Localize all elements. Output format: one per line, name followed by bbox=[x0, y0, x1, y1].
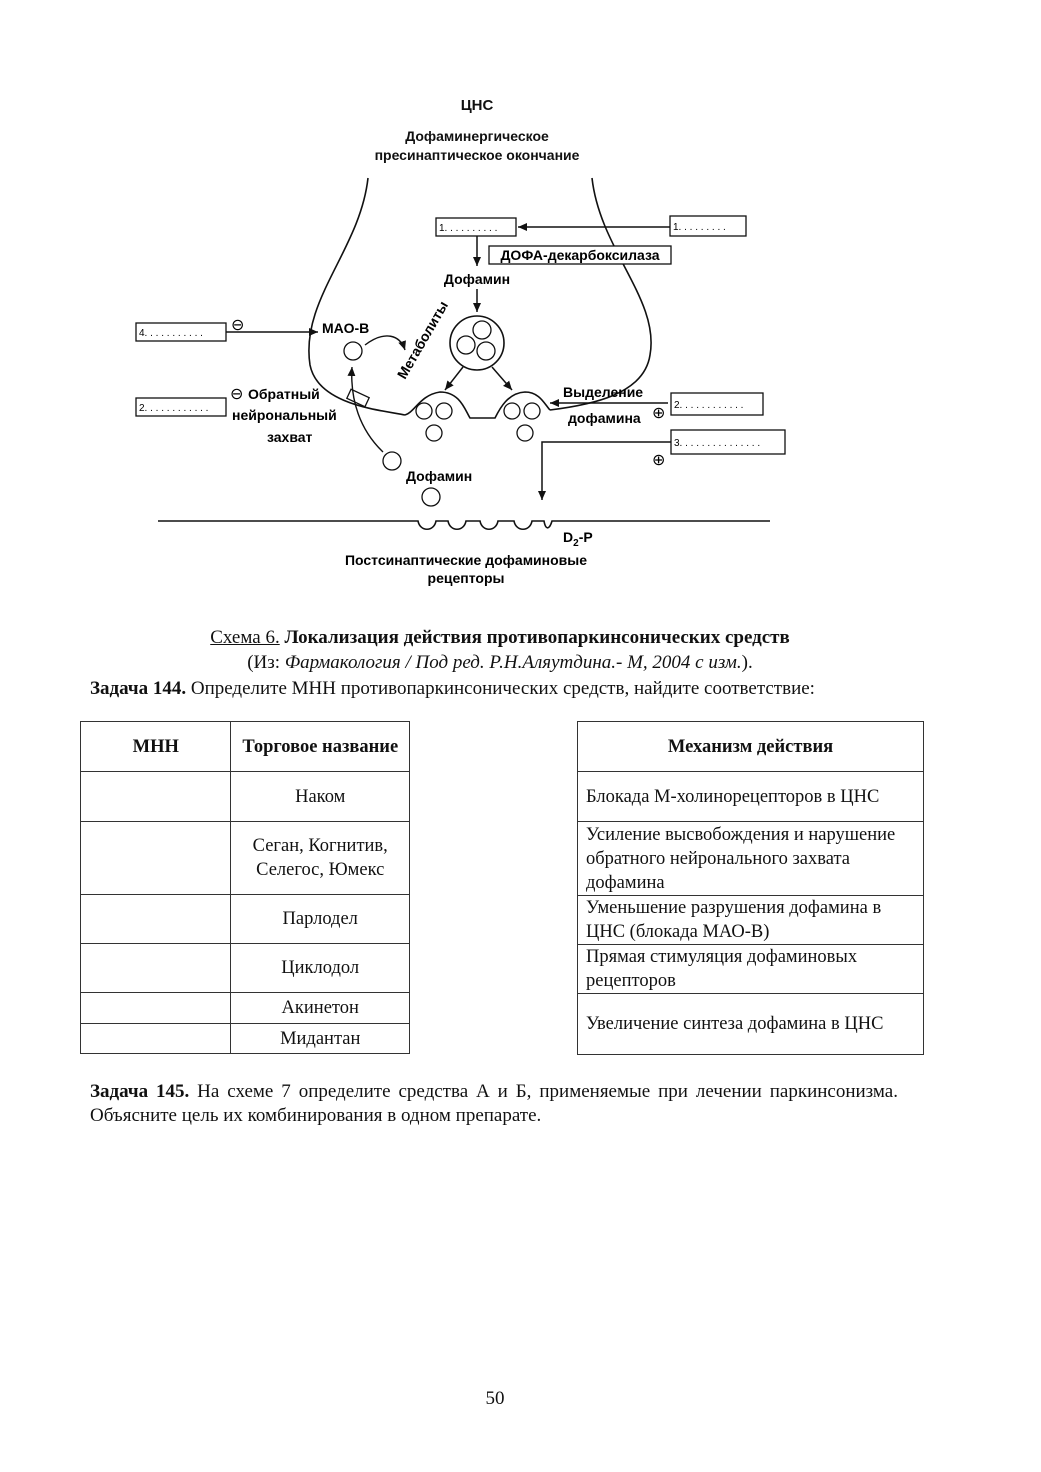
mnn-cell[interactable] bbox=[79, 943, 232, 993]
mechanism-cell: Увеличение синтеза дофамина в ЦНС bbox=[577, 993, 924, 1055]
header-mechanism: Механизм действия bbox=[577, 721, 924, 772]
postsynaptic-label-line1: Постсинаптические дофаминовые bbox=[345, 552, 587, 568]
reuptake-label-line1: Обратный bbox=[248, 386, 320, 402]
header-trade-name: Торговое название bbox=[230, 721, 410, 772]
d2-receptor-label: D2-Р bbox=[563, 529, 593, 549]
dopa-decarboxylase-label: ДОФА-декарбоксилаза bbox=[500, 247, 659, 263]
mnn-cell[interactable] bbox=[79, 1023, 232, 1054]
mechanism-cell: Уменьшение разрушения дофамина в ЦНС (бл… bbox=[577, 895, 924, 945]
scheme-label: Схема 6. bbox=[210, 627, 280, 648]
mnn-cell[interactable] bbox=[79, 771, 232, 822]
dopamine-top-label: Дофамин bbox=[444, 271, 510, 287]
arrow-vesicle-left bbox=[444, 366, 464, 391]
presynaptic-membrane-right bbox=[549, 177, 652, 411]
trade-name-cell: Сеган, Когнитив, Селегос, Юмекс bbox=[230, 821, 410, 895]
trade-name-cell: Мидантан bbox=[230, 1023, 410, 1054]
arrow-mao-to-metabolites bbox=[364, 335, 406, 351]
plus-sign-release: ⊕ bbox=[652, 403, 665, 422]
mnn-cell[interactable] bbox=[79, 821, 232, 895]
mnn-table: МНН Торговое название Наком Сеган, Когни… bbox=[79, 721, 410, 1054]
plus-sign-receptor: ⊕ bbox=[652, 450, 665, 469]
minus-sign-reuptake: ⊖ bbox=[230, 384, 243, 403]
vesicle-granule bbox=[476, 341, 496, 361]
membrane-bottom bbox=[404, 391, 551, 419]
trade-name-cell: Циклодол bbox=[230, 943, 410, 993]
trade-name-cell: Наком bbox=[230, 771, 410, 822]
box-right-top-text: 1. . . . . . . . . bbox=[673, 222, 726, 233]
trade-name-cell: Акинетон bbox=[230, 992, 410, 1024]
synapse-diagram: ЦНС Дофаминергическое пресинаптическое о… bbox=[135, 97, 786, 586]
release-granule bbox=[503, 402, 521, 420]
page-number: 50 bbox=[485, 1388, 505, 1409]
metabolites-label: Метаболиты bbox=[394, 298, 451, 381]
box-left-top-text: 1. . . . . . . . . . bbox=[439, 223, 497, 234]
task-145: Задача 145. На схеме 7 определите средст… bbox=[90, 1080, 898, 1128]
reuptake-transporter bbox=[345, 388, 371, 408]
reuptake-label-line2: нейрональный bbox=[232, 407, 337, 423]
mechanism-cell: Прямая стимуляция дофаминовых рецепторов bbox=[577, 944, 924, 994]
box-left-top bbox=[435, 217, 517, 237]
trade-name-cell: Парлодел bbox=[230, 894, 410, 944]
vesicle-granule bbox=[456, 335, 476, 355]
dopa-decarboxylase-box bbox=[488, 245, 672, 265]
release-label-line2: дофамина bbox=[568, 410, 641, 426]
dopamine-molecule-mao bbox=[343, 341, 363, 361]
arrow-reuptake bbox=[347, 366, 384, 453]
box-4-text: 4. . . . . . . . . . . bbox=[139, 328, 203, 339]
postsynaptic-label-line2: рецепторы bbox=[428, 570, 505, 586]
release-granule bbox=[516, 424, 534, 442]
box-2-right-text: 2. . . . . . . . . . . . bbox=[674, 400, 743, 411]
source-prefix: (Из: bbox=[247, 652, 285, 673]
release-granule bbox=[435, 402, 453, 420]
vesicle-granule bbox=[472, 320, 492, 340]
box-2-left-text: 2. . . . . . . . . . . . bbox=[139, 403, 208, 414]
task-144: Задача 144. Определите МНН противопаркин… bbox=[90, 677, 898, 701]
scheme-caption: Схема 6. Локализация действия противопар… bbox=[0, 627, 1000, 649]
header-mnn: МНН bbox=[79, 721, 232, 772]
task-145-label: Задача 145. bbox=[90, 1081, 190, 1102]
task-145-text: На схеме 7 определите средства А и Б, пр… bbox=[90, 1081, 898, 1126]
dopamine-molecule-cleft bbox=[421, 487, 441, 507]
release-label-line1: Выделение bbox=[563, 384, 643, 400]
minus-sign-mao: ⊖ bbox=[231, 315, 244, 334]
mechanism-cell: Усиление высвобождения и нарушение обрат… bbox=[577, 821, 924, 896]
arrow-vesicle-right bbox=[491, 366, 513, 391]
box-2-right bbox=[670, 392, 764, 416]
release-granule bbox=[415, 402, 433, 420]
mnn-cell[interactable] bbox=[79, 992, 232, 1024]
source-text: Фармакология / Под ред. Р.Н.Аляутдина.- … bbox=[284, 652, 742, 673]
mechanism-cell: Блокада М-холинорецепторов в ЦНС bbox=[577, 771, 924, 822]
mechanism-table: Механизм действия Блокада М-холинорецепт… bbox=[577, 721, 924, 1055]
dopamine-bottom-label: Дофамин bbox=[406, 468, 472, 484]
terminal-label-line1: Дофаминергическое bbox=[405, 128, 549, 144]
presynaptic-membrane bbox=[308, 177, 406, 416]
box-right-top bbox=[669, 215, 747, 237]
scheme-source: (Из: Фармакология / Под ред. Р.Н.Аляутди… bbox=[0, 652, 1000, 674]
box-2-left bbox=[135, 397, 227, 417]
dopamine-molecule-reuptake bbox=[382, 451, 402, 471]
cns-label: ЦНС bbox=[461, 97, 494, 114]
postsynaptic-membrane bbox=[158, 520, 770, 531]
task-144-text: Определите МНН противопаркинсонических с… bbox=[186, 678, 815, 699]
mao-b-label: МАО-В bbox=[322, 320, 369, 336]
box-3-text: 3. . . . . . . . . . . . . . . bbox=[674, 438, 760, 449]
box-3 bbox=[670, 429, 786, 455]
source-suffix: ). bbox=[741, 652, 753, 673]
mnn-cell[interactable] bbox=[79, 894, 232, 944]
release-granule bbox=[425, 424, 443, 442]
reuptake-label-line3: захват bbox=[267, 429, 313, 445]
arrow-receptor bbox=[538, 441, 671, 500]
task-144-label: Задача 144. bbox=[90, 678, 187, 699]
scheme-title: Локализация действия противопаркинсониче… bbox=[284, 627, 790, 648]
release-granule bbox=[523, 402, 541, 420]
terminal-label-line2: пресинаптическое окончание bbox=[375, 147, 580, 163]
